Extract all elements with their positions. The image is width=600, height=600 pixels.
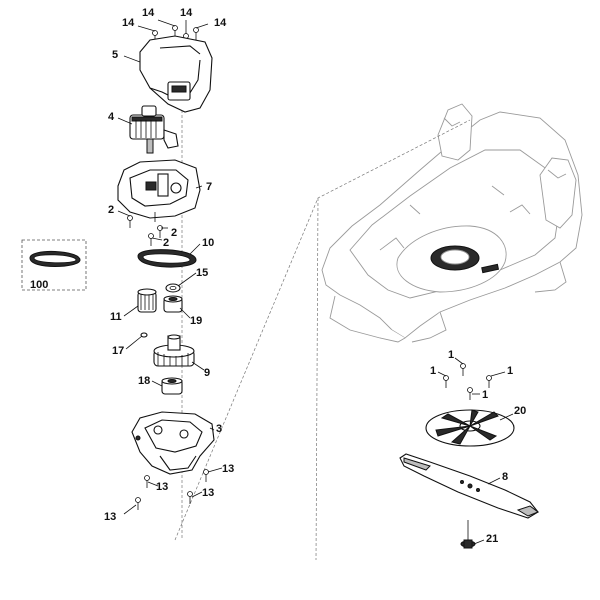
callout-20: 20 — [514, 405, 526, 417]
callout-100: 100 — [30, 279, 48, 291]
callout-labels: 14 14 14 14 5 4 7 2 2 2 10 100 15 11 19 … — [30, 7, 526, 545]
callout-1: 1 — [482, 389, 488, 401]
callout-14: 14 — [180, 7, 193, 19]
callout-9: 9 — [204, 367, 210, 379]
callout-17: 17 — [112, 345, 124, 357]
gear-housing-lower — [131, 411, 215, 475]
callout-8: 8 — [502, 471, 508, 483]
leader-lines — [117, 19, 514, 545]
callout-13: 13 — [222, 463, 234, 475]
cutting-blade — [399, 453, 540, 519]
motor-cover — [139, 35, 213, 113]
callout-14: 14 — [122, 17, 135, 29]
screws-1 — [443, 363, 492, 400]
screws-2 — [127, 215, 163, 246]
callout-14: 14 — [142, 7, 155, 19]
callout-18: 18 — [138, 375, 150, 387]
callout-1: 1 — [448, 349, 454, 361]
callout-7: 7 — [206, 181, 212, 193]
callout-13: 13 — [156, 481, 168, 493]
screws-13 — [135, 469, 209, 510]
callout-13: 13 — [202, 487, 214, 499]
large-gear — [153, 334, 195, 367]
callout-19: 19 — [190, 315, 202, 327]
bearing-19 — [163, 295, 183, 313]
drive-belt — [137, 249, 197, 268]
callout-10: 10 — [202, 237, 214, 249]
callout-15: 15 — [196, 267, 208, 279]
callout-1: 1 — [507, 365, 513, 377]
gear-housing-upper — [117, 159, 201, 222]
callout-5: 5 — [112, 49, 118, 61]
mower-deck-housing — [321, 103, 583, 343]
alignment-line-vertical — [315, 197, 319, 561]
callout-2: 2 — [163, 237, 169, 249]
callout-14: 14 — [214, 17, 227, 29]
callout-1: 1 — [430, 365, 436, 377]
callout-21: 21 — [486, 533, 498, 545]
deck-label-plate — [481, 263, 500, 274]
belt-kit-box — [21, 239, 87, 291]
circlip — [140, 332, 148, 338]
callout-11: 11 — [110, 311, 122, 323]
small-pulley — [137, 288, 157, 313]
callout-13: 13 — [104, 511, 116, 523]
cooling-fan — [425, 409, 515, 447]
callout-2: 2 — [171, 227, 177, 239]
callout-3: 3 — [216, 423, 222, 435]
callout-2: 2 — [108, 204, 114, 216]
callout-4: 4 — [108, 111, 115, 123]
blade-bolt — [460, 520, 476, 549]
electric-motor — [129, 105, 179, 154]
bearing-18 — [161, 377, 183, 395]
